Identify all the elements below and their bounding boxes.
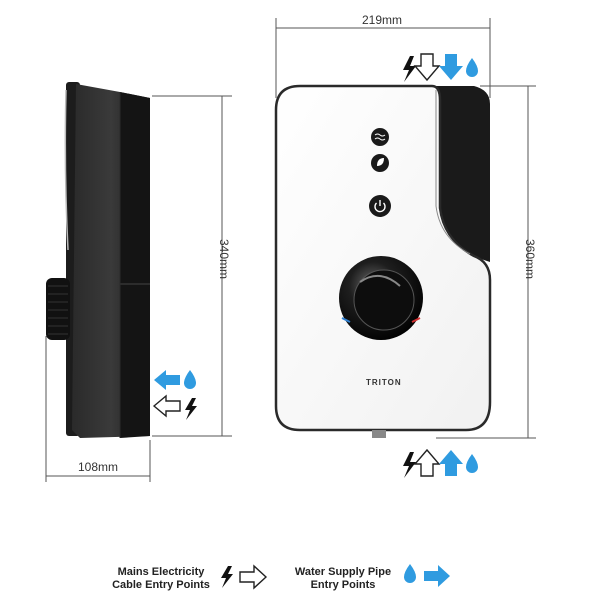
water-drop-icon [404, 564, 416, 583]
depth-label: 108mm [78, 460, 119, 474]
cable-entry-arrow-icon [239, 564, 268, 590]
legend-water-line2: Entry Points [310, 579, 376, 591]
depth-dimension [45, 336, 151, 482]
front-height-label: 360mm [523, 239, 537, 280]
cable-entry-arrow-icon [152, 394, 181, 418]
water-entry-arrow-icon [424, 565, 450, 587]
brand-logo: TRITON [366, 378, 402, 387]
top-entry-icons [403, 53, 478, 82]
legend-electric-line1: Mains Electricity [117, 566, 205, 578]
front-view [274, 84, 492, 438]
lightning-bolt-icon [403, 452, 416, 478]
legend-water-icons [404, 564, 450, 587]
front-side-cover [432, 86, 490, 262]
lightning-bolt-icon [185, 398, 197, 420]
legend-electric-icons [221, 564, 268, 590]
water-entry-arrow-icon [439, 54, 463, 80]
side-height-label: 340mm [217, 239, 231, 280]
legend-electric-line2: Cable Entry Points [112, 579, 210, 591]
water-entry-arrow-icon [154, 370, 180, 390]
side-knob [46, 278, 70, 340]
water-drop-icon [466, 58, 478, 77]
front-height-dimension [436, 85, 536, 439]
water-drop-icon [466, 454, 478, 473]
cable-entry-arrow-icon [413, 53, 441, 82]
width-label: 219mm [362, 13, 403, 27]
side-entry-icons [152, 370, 197, 420]
bottom-entry-icons [403, 448, 478, 478]
side-height-dimension [152, 95, 232, 437]
legend-electric: Mains Electricity Cable Entry Points [108, 566, 214, 592]
cable-entry-arrow-icon [413, 448, 441, 477]
water-drop-icon [184, 370, 196, 389]
water-entry-arrow-icon [439, 450, 463, 476]
lightning-bolt-icon [403, 56, 416, 82]
legend-water: Water Supply Pipe Entry Points [290, 566, 396, 592]
side-view [46, 82, 150, 438]
bottom-outlet [372, 430, 386, 438]
width-dimension [275, 18, 491, 98]
lightning-bolt-icon [221, 566, 233, 588]
flow-button [371, 128, 389, 146]
legend-water-line1: Water Supply Pipe [294, 566, 392, 578]
